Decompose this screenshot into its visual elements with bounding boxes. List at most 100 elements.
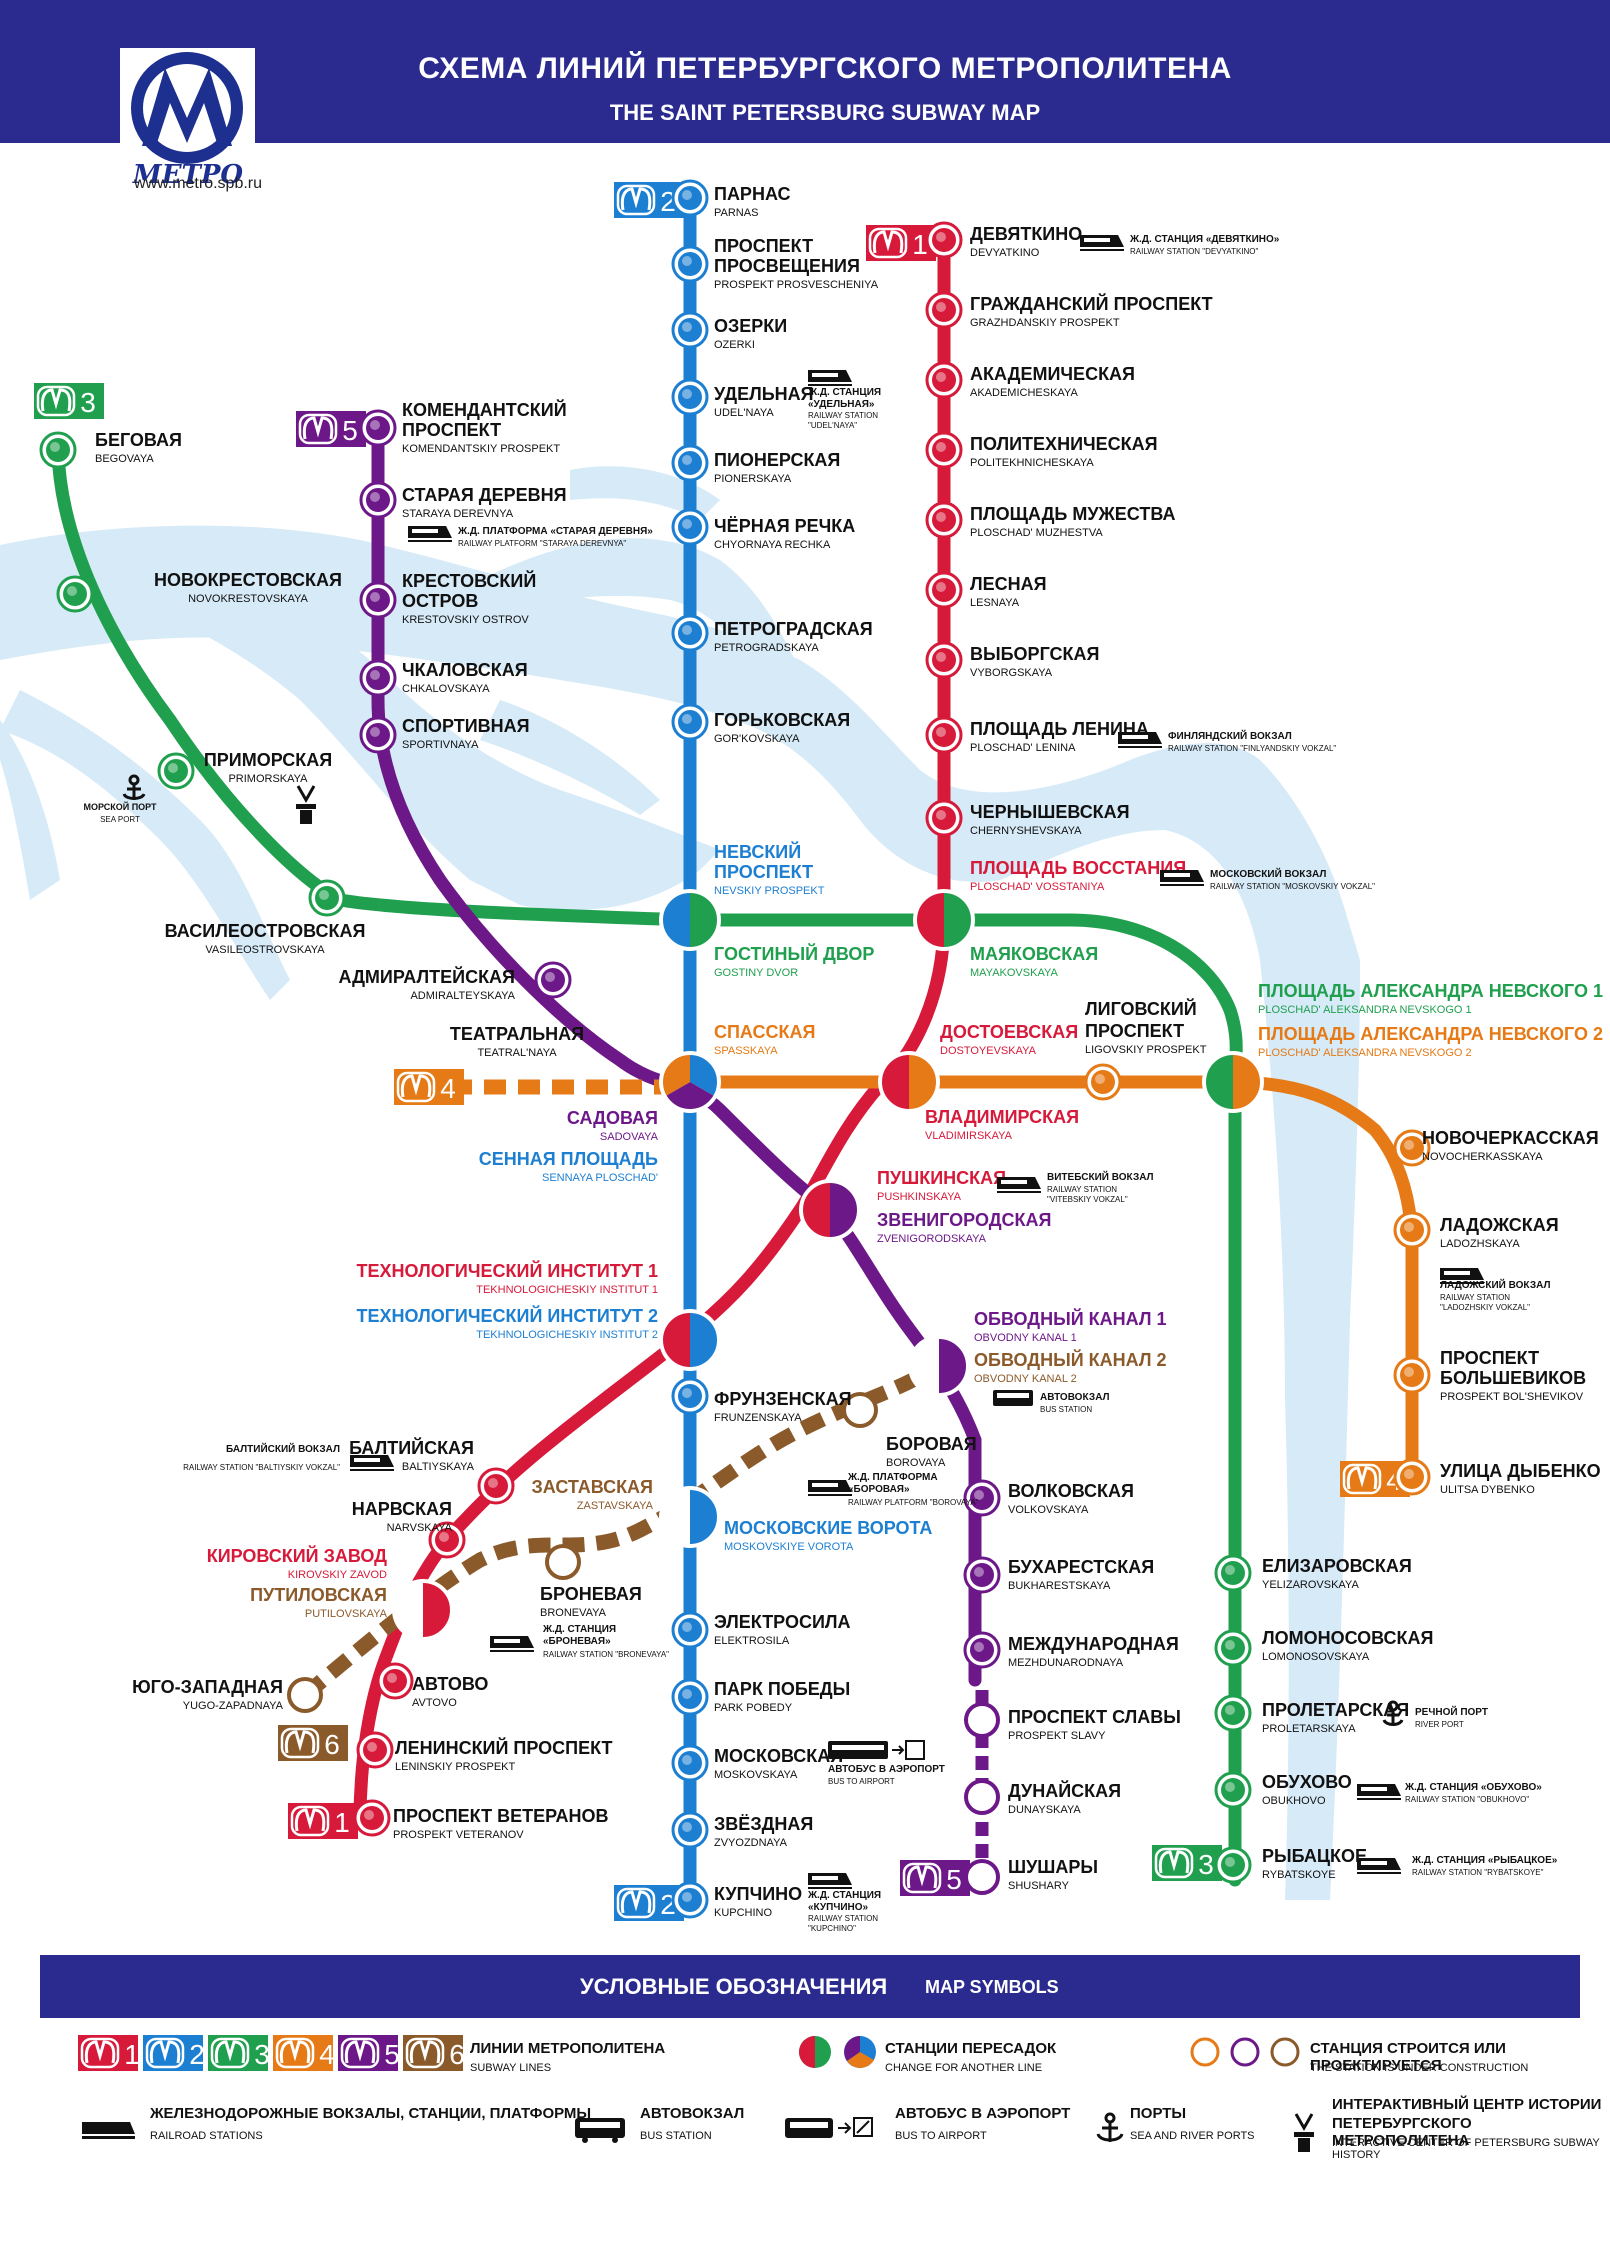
station-begovaya[interactable]: [39, 431, 77, 469]
svg-text:ВОЛКОВСКАЯ: ВОЛКОВСКАЯ: [1008, 1481, 1134, 1501]
station-zvezdnaya[interactable]: [671, 1811, 709, 1849]
station-narvskaya[interactable]: [428, 1521, 466, 1559]
svg-text:МАЯКОВСКАЯ: МАЯКОВСКАЯ: [970, 944, 1098, 964]
station-krestovskiy-ostrov[interactable]: [359, 581, 397, 619]
legend-title: УСЛОВНЫЕ ОБОЗНАЧЕНИЯ: [580, 1974, 888, 1999]
station-leninskiy-prospekt[interactable]: [356, 1731, 394, 1769]
station-primorskaya[interactable]: [157, 752, 195, 790]
station-shushary[interactable]: [964, 1859, 1000, 1895]
station-ploschad-muzhestva[interactable]: [925, 501, 963, 539]
svg-text:PLOSCHAD' ALEKSANDRA NEVSKOGO: PLOSCHAD' ALEKSANDRA NEVSKOGO 2: [1258, 1047, 1472, 1059]
station-vyborgskaya[interactable]: [925, 641, 963, 679]
station-yugo-zapadnaya[interactable]: [287, 1677, 323, 1713]
station-bronevaya[interactable]: [545, 1544, 581, 1580]
station-bukharestskaya[interactable]: [963, 1556, 1001, 1594]
station-pionerskaya[interactable]: [671, 444, 709, 482]
transfer-tekhnologicheskiy[interactable]: [659, 1309, 721, 1371]
annotation-text: «КУПЧИНО»: [808, 1902, 869, 1913]
station-vasileostrovskaya[interactable]: [308, 879, 346, 917]
station-frunzenskaya[interactable]: [671, 1377, 709, 1415]
station-borovaya[interactable]: [842, 1392, 878, 1428]
station-komendantskiy[interactable]: [359, 409, 397, 447]
station-gorkovskaya[interactable]: [671, 703, 709, 741]
transfer-kirovsky-putilovskaya[interactable]: [392, 1579, 454, 1641]
transfer-moskovskie-vorota-zastavskaya[interactable]: [659, 1486, 721, 1548]
station-ligovskiy-prospekt[interactable]: [1084, 1063, 1122, 1101]
station-politekhnicheskaya[interactable]: [925, 431, 963, 469]
svg-text:GOR'KOVSKAYA: GOR'KOVSKAYA: [714, 733, 800, 745]
svg-text:ЭЛЕКТРОСИЛА: ЭЛЕКТРОСИЛА: [714, 1612, 851, 1632]
annotation-text: Ж.Д. СТАНЦИЯ: [807, 387, 881, 398]
train-icon-moskovsky: [1160, 870, 1204, 886]
station-prospekt-slavy[interactable]: [964, 1702, 1000, 1738]
station-rybatskoe[interactable]: [1214, 1846, 1252, 1884]
station-grazhdanskiy[interactable]: [925, 291, 963, 329]
website-link[interactable]: www.metro.spb.ru: [133, 175, 263, 192]
legend-museum-label: ИНТЕРАКТИВНЫЙ ЦЕНТР ИСТОРИИ: [1332, 2096, 1602, 2113]
svg-text:TEATRAL'NAYA: TEATRAL'NAYA: [477, 1047, 557, 1059]
station-prospekt-prosvescheniya[interactable]: [671, 245, 709, 283]
annotation-text: АВТОБУС В АЭРОПОРТ: [828, 1764, 945, 1775]
station-petrogradskaya[interactable]: [671, 614, 709, 652]
station-lomonosovskaya[interactable]: [1214, 1629, 1252, 1667]
station-ozerki[interactable]: [671, 311, 709, 349]
svg-text:SENNAYA PLOSCHAD': SENNAYA PLOSCHAD': [542, 1172, 658, 1184]
station-chernaya-rechka[interactable]: [671, 508, 709, 546]
transfer-sennaya-sadovaya-spasskaya[interactable]: [659, 1051, 721, 1113]
station-novocherkasskaya[interactable]: [1393, 1129, 1431, 1167]
station-ulitsa-dybenko[interactable]: [1393, 1458, 1431, 1496]
station-kupchino[interactable]: [671, 1881, 709, 1919]
station-udelnaya[interactable]: [671, 378, 709, 416]
station-ploschad-lenina[interactable]: [925, 716, 963, 754]
transfer-vladimirskaya-dostoevskaya[interactable]: [878, 1051, 940, 1113]
station-sportivnaya[interactable]: [359, 716, 397, 754]
station-chkalovskaya[interactable]: [359, 659, 397, 697]
transfer-vosstaniya-mayakovskaya[interactable]: [913, 889, 975, 951]
station-moskovskaya[interactable]: [671, 1744, 709, 1782]
station-akademicheskaya[interactable]: [925, 361, 963, 399]
station-avtovo[interactable]: [376, 1662, 414, 1700]
station-elektrosila[interactable]: [671, 1611, 709, 1649]
station-volkovskaya[interactable]: [963, 1479, 1001, 1517]
station-prospekt-veteranov[interactable]: [353, 1799, 391, 1837]
station-novokrestovskaya[interactable]: [56, 575, 94, 613]
station-baltiyskaya[interactable]: [477, 1467, 515, 1505]
annotation-text: МОРСКОЙ ПОРТ: [83, 801, 157, 812]
annotation-text: ЛАДОЖСКИЙ ВОКЗАЛ: [1440, 1278, 1551, 1291]
svg-text:VOLKOVSKAYA: VOLKOVSKAYA: [1008, 1504, 1089, 1516]
station-ladozhskaya[interactable]: [1393, 1211, 1431, 1249]
transfer-pushkinskaya-zvenigorodskaya[interactable]: [799, 1179, 861, 1241]
svg-text:АДМИРАЛТЕЙСКАЯ: АДМИРАЛТЕЙСКАЯ: [338, 966, 515, 987]
station-admiralteyskaya[interactable]: [534, 961, 572, 999]
station-staraya-derevnya[interactable]: [359, 481, 397, 519]
svg-text:5: 5: [384, 2039, 400, 2070]
station-parnas[interactable]: [671, 179, 709, 217]
transfer-obvodny-kanal[interactable]: [908, 1335, 970, 1397]
svg-text:ULITSA DYBENKO: ULITSA DYBENKO: [1440, 1484, 1535, 1496]
station-dunayskaya[interactable]: [964, 1779, 1000, 1815]
station-obukhovo[interactable]: [1214, 1771, 1252, 1809]
svg-text:BALTIYSKAYA: BALTIYSKAYA: [402, 1461, 475, 1473]
svg-text:ЛЕНИНСКИЙ ПРОСПЕКТ: ЛЕНИНСКИЙ ПРОСПЕКТ: [395, 1737, 613, 1758]
logo-text: МЕТРО: [132, 160, 244, 190]
station-devyatkino[interactable]: [925, 221, 963, 259]
station-proletarskaya[interactable]: [1214, 1694, 1252, 1732]
transfer-aleksandra-nevskogo[interactable]: [1202, 1051, 1264, 1113]
train-icon-finlyandsky: [1118, 732, 1162, 748]
station-prospekt-bolshevikov[interactable]: [1393, 1356, 1431, 1394]
station-lesnaya[interactable]: [925, 571, 963, 609]
transfer-nevsky-gostiny[interactable]: [659, 889, 721, 951]
station-mezhdunarodnaya[interactable]: [963, 1631, 1001, 1669]
station-elizarovskaya[interactable]: [1214, 1554, 1252, 1592]
svg-text:LENINSKIY PROSPEKT: LENINSKIY PROSPEKT: [395, 1761, 516, 1773]
station-chernyshevskaya[interactable]: [925, 799, 963, 837]
svg-text:КОМЕНДАНТСКИЙ: КОМЕНДАНТСКИЙ: [402, 399, 567, 420]
station-park-pobedy[interactable]: [671, 1678, 709, 1716]
